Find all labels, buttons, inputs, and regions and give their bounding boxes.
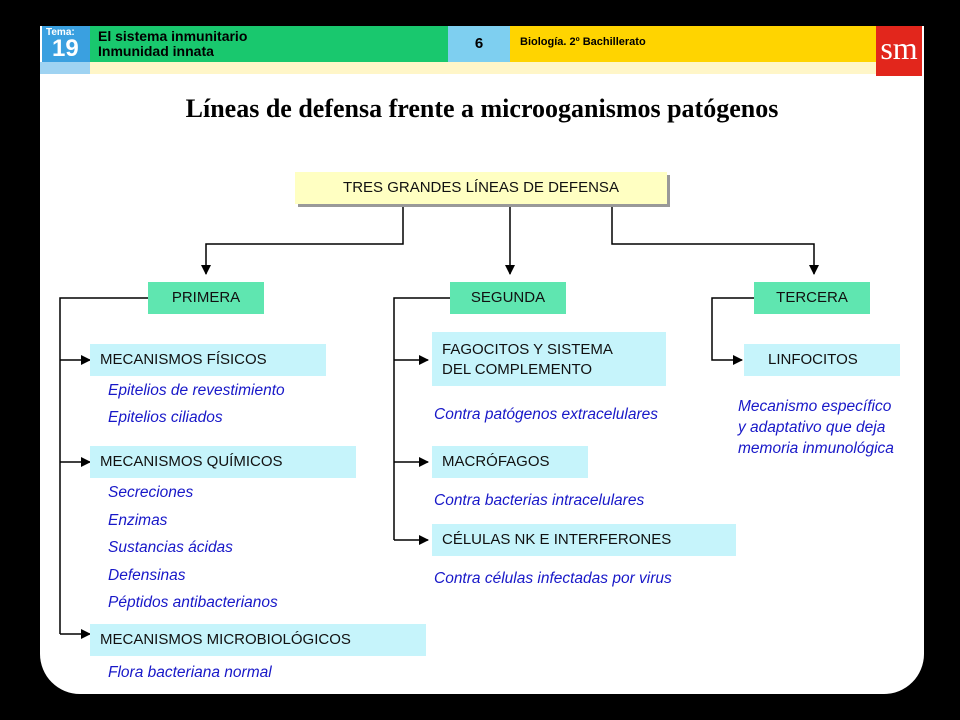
level-primera: PRIMERA bbox=[148, 282, 264, 314]
node-mecanismos-quimicos: MECANISMOS QUÍMICOS bbox=[90, 446, 356, 478]
tema-badge: Tema: 19 bbox=[42, 26, 90, 62]
node-mecanismos-microbiologicos: MECANISMOS MICROBIOLÓGICOS bbox=[90, 624, 426, 656]
desc-linfocitos-line1: Mecanismo específico bbox=[738, 398, 892, 415]
root-node: TRES GRANDES LÍNEAS DE DEFENSA bbox=[295, 172, 667, 204]
level-segunda: SEGUNDA bbox=[450, 282, 566, 314]
topic-title-line1: El sistema inmunitario bbox=[98, 28, 248, 44]
slide-number: 6 bbox=[448, 26, 510, 62]
page-title: Líneas de defensa frente a microoganismo… bbox=[185, 94, 779, 123]
list-item: Flora bacteriana normal bbox=[108, 664, 272, 681]
node-fagocitos: FAGOCITOS Y SISTEMA DEL COMPLEMENTO bbox=[432, 332, 666, 386]
header-bar: Tema: 19 El sistema inmunitario Inmunida… bbox=[40, 26, 924, 76]
tema-label: Tema: bbox=[46, 27, 75, 38]
desc-celulas-nk: Contra células infectadas por virus bbox=[434, 570, 672, 587]
node-mecanismos-fisicos: MECANISMOS FÍSICOS bbox=[90, 344, 326, 376]
tema-number: 19 bbox=[52, 35, 79, 62]
list-item: Defensinas bbox=[108, 567, 186, 584]
list-item: Epitelios de revestimiento bbox=[108, 382, 285, 399]
list-item: Sustancias ácidas bbox=[108, 539, 233, 556]
desc-linfocitos-line2: y adaptativo que deja bbox=[738, 419, 886, 436]
list-item: Secreciones bbox=[108, 484, 194, 501]
slide: Tema: 19 El sistema inmunitario Inmunida… bbox=[40, 26, 924, 694]
list-item: Enzimas bbox=[108, 512, 168, 529]
node-fagocitos-line2: DEL COMPLEMENTO bbox=[442, 361, 593, 378]
desc-fagocitos: Contra patógenos extracelulares bbox=[434, 406, 659, 423]
node-linfocitos: LINFOCITOS bbox=[744, 344, 900, 376]
desc-macrofagos: Contra bacterias intracelulares bbox=[434, 492, 645, 509]
subject-label: Biología. 2º Bachillerato bbox=[520, 36, 646, 48]
header-stripe bbox=[40, 62, 876, 74]
subject-box: Biología. 2º Bachillerato bbox=[510, 26, 876, 62]
publisher-logo: sm bbox=[876, 26, 922, 76]
topic-title-line2: Inmunidad innata bbox=[98, 43, 214, 59]
list-item: Epitelios ciliados bbox=[108, 409, 223, 426]
node-celulas-nk: CÉLULAS NK E INTERFERONES bbox=[432, 524, 736, 556]
node-fagocitos-line1: FAGOCITOS Y SISTEMA bbox=[442, 341, 613, 358]
topic-title-box: El sistema inmunitario Inmunidad innata bbox=[90, 26, 448, 62]
desc-linfocitos-line3: memoria inmunológica bbox=[738, 440, 894, 457]
node-macrofagos: MACRÓFAGOS bbox=[432, 446, 588, 478]
connector-lines bbox=[59, 204, 819, 639]
list-item: Péptidos antibacterianos bbox=[108, 594, 278, 611]
header-stripe-blue bbox=[40, 62, 90, 74]
level-tercera: TERCERA bbox=[754, 282, 870, 314]
